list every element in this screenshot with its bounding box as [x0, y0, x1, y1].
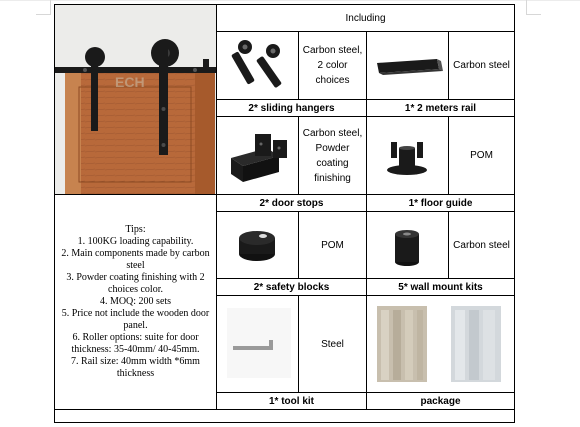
rail-image-cell	[366, 31, 449, 100]
rail-material: Carbon steel	[447, 31, 516, 100]
tip-item: 4. MOQ: 200 sets	[99, 296, 172, 307]
material-line: 2 color	[317, 60, 348, 72]
material-line: finishing	[314, 172, 351, 184]
rail-image	[377, 58, 443, 75]
caption-rail: 1* 2 meters rail	[365, 98, 516, 118]
barn-door-photo: ECH	[54, 4, 217, 195]
sliding-hangers-image	[231, 39, 282, 88]
floor-guide-image	[387, 141, 427, 175]
table-trailing-row	[53, 409, 516, 423]
wall-mount-kits-material: Carbon steel	[447, 211, 516, 279]
caption-package: package	[365, 392, 516, 410]
door-stops-image	[231, 133, 287, 182]
material-line: Carbon steel,	[302, 45, 363, 57]
tip-item: 5. Price not include the wooden door pan…	[61, 308, 210, 331]
wall-mount-kits-image	[395, 230, 419, 266]
watermark-text: ECH	[115, 74, 145, 90]
safety-blocks-material: POM	[298, 211, 367, 279]
margin-mark-right	[526, 0, 541, 15]
caption-wall-mount-kits: 5* wall mount kits	[365, 278, 516, 296]
caption-tool-kit: 1* tool kit	[216, 392, 367, 410]
safety-blocks-image-cell	[216, 211, 299, 279]
floor-guide-material: POM	[447, 116, 516, 195]
material-line: Carbon steel	[453, 60, 510, 72]
package-image	[377, 306, 501, 382]
material-line: Carbon steel,	[302, 127, 363, 139]
material-line: Powder	[315, 142, 350, 154]
caption-door-stops: 2* door stops	[216, 194, 367, 212]
caption-sliding-hangers: 2* sliding hangers	[216, 98, 367, 118]
floor-guide-image-cell	[366, 116, 449, 195]
material-line: POM	[470, 150, 493, 162]
material-line: Carbon steel	[453, 239, 510, 251]
page-top-rule	[0, 0, 580, 1]
material-line: POM	[321, 239, 344, 251]
tip-item: 7. Rail size: 40mm width *6mm thickness	[71, 356, 200, 379]
tip-item: 2. Main components made by carbon steel	[61, 248, 210, 271]
tips-panel: Tips: 1. 100KG loading capability. 2. Ma…	[54, 194, 217, 410]
package-image-cell	[365, 295, 516, 393]
margin-mark-left	[36, 0, 51, 15]
tool-kit-material: Steel	[298, 295, 367, 393]
wall-mount-kits-image-cell	[366, 211, 449, 279]
tool-kit-image	[227, 308, 291, 378]
sliding-hangers-material: Carbon steel, 2 color choices	[298, 31, 367, 100]
product-spec-table: ECH Including Carbon steel, 2 color choi…	[53, 3, 516, 423]
tip-item: 6. Roller options: suite for door thickn…	[71, 332, 200, 355]
tool-kit-image-cell	[216, 295, 299, 393]
safety-blocks-image	[239, 231, 275, 261]
section-header: Including	[215, 3, 516, 33]
tip-item: 3. Powder coating finishing with 2 choic…	[66, 272, 205, 295]
door-stops-image-cell	[216, 116, 299, 195]
door-stops-material: Carbon steel, Powder coating finishing	[298, 116, 367, 195]
material-line: choices	[315, 75, 350, 87]
sliding-hangers-image-cell	[216, 31, 299, 100]
material-line: Steel	[321, 338, 344, 350]
barn-door-hardware-image: ECH	[55, 5, 216, 194]
caption-safety-blocks: 2* safety blocks	[216, 278, 367, 296]
tip-item: 1. 100KG loading capability.	[77, 236, 194, 247]
caption-floor-guide: 1* floor guide	[365, 194, 516, 212]
material-line: coating	[316, 157, 349, 169]
tips-heading: Tips:	[125, 224, 146, 235]
